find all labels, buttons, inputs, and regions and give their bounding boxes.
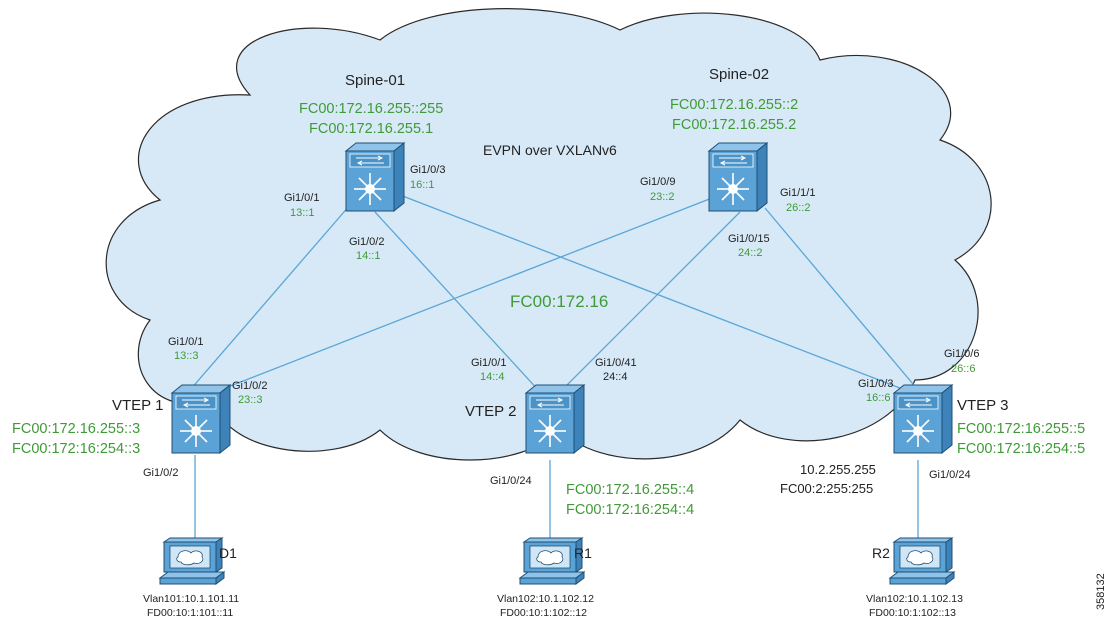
- vtep-2-switch: [525, 384, 585, 454]
- v1-gi102-ip: 23::3: [238, 394, 262, 406]
- v1-gi102-port: Gi1/0/2: [232, 380, 267, 392]
- s1-gi101-port: Gi1/0/1: [284, 192, 319, 204]
- s2-gi111-port: Gi1/1/1: [780, 187, 815, 199]
- v2-gi101-port: Gi1/0/1: [471, 357, 506, 369]
- link-spine01-vtep3: [399, 194, 906, 391]
- s1-gi103-port: Gi1/0/3: [410, 164, 445, 176]
- link-spine02-vtep3: [764, 207, 919, 391]
- s2-gi111-ip: 26::2: [786, 202, 810, 214]
- link-group: [189, 194, 919, 540]
- spine-01-name: Spine-01: [345, 72, 405, 89]
- link-spine01-vtep1: [189, 204, 351, 391]
- vtep-3-extra2: FC00:2:255:255: [780, 481, 873, 496]
- vtep-3-addr1: FC00:172:16:255::5: [957, 421, 1085, 437]
- host-r1-name: R1: [574, 545, 592, 561]
- host-r1-ipv6: FD00:10:1:102::12: [500, 607, 587, 619]
- spine-02-addr2: FC00:172.16.255.2: [672, 117, 796, 133]
- figure-id: 358132: [1095, 573, 1107, 610]
- host-r2-vlan: Vlan102:10.1.102.13: [866, 593, 963, 605]
- vtep-2-addr1: FC00:172.16.255::4: [566, 482, 694, 498]
- host-d1-vlan: Vlan101:10.1.101.11: [143, 593, 239, 605]
- host-r2-ipv6: FD00:10:1:102::13: [869, 607, 956, 619]
- spine-01-addr1: FC00:172.16.255::255: [299, 101, 443, 117]
- spine-02-name: Spine-02: [709, 66, 769, 83]
- diagram-title: EVPN over VXLANv6: [483, 142, 617, 158]
- host-r2-icon: [889, 537, 955, 585]
- s2-gi109-port: Gi1/0/9: [640, 176, 675, 188]
- s2-gi1015-port: Gi1/0/15: [728, 233, 770, 245]
- v3-gi103-port: Gi1/0/3: [858, 378, 893, 390]
- vtep-1-down-port: Gi1/0/2: [143, 467, 178, 479]
- s2-gi1015-ip: 24::2: [738, 247, 762, 259]
- spine-02-addr1: FC00:172.16.255::2: [670, 97, 798, 113]
- vtep-2-addr2: FC00:172:16:254::4: [566, 502, 694, 518]
- host-d1-icon: [159, 537, 225, 585]
- vtep-3-extra1: 10.2.255.255: [800, 462, 876, 477]
- vtep-2-name: VTEP 2: [465, 403, 516, 420]
- spine-02-switch: [708, 142, 768, 212]
- v3-gi103-ip: 16::6: [866, 392, 890, 404]
- v2-gi1041-ip: 24::4: [603, 371, 627, 383]
- s2-gi109-ip: 23::2: [650, 191, 674, 203]
- spine-01-addr2: FC00:172.16.255.1: [309, 121, 433, 137]
- s1-gi103-ip: 16::1: [410, 179, 434, 191]
- host-d1-name: D1: [219, 545, 237, 561]
- vtep-3-down-port: Gi1/0/24: [929, 469, 971, 481]
- v2-gi1041-port: Gi1/0/41: [595, 357, 637, 369]
- v1-gi101-port: Gi1/0/1: [168, 336, 203, 348]
- s1-gi101-ip: 13::1: [290, 207, 314, 219]
- overlay-label: FC00:172.16: [510, 292, 608, 311]
- vtep-3-addr2: FC00:172:16:254::5: [957, 441, 1085, 457]
- vtep-3-switch: [893, 384, 953, 454]
- vtep-3-name: VTEP 3: [957, 397, 1008, 414]
- host-d1-ipv6: FD00:10:1:101::11: [147, 607, 233, 619]
- link-spine02-vtep1: [214, 197, 713, 393]
- spine-01-switch: [345, 142, 405, 212]
- vtep-1-switch: [171, 384, 231, 454]
- link-spine01-vtep2: [374, 211, 541, 393]
- vtep-1-addr1: FC00:172.16.255::3: [12, 421, 140, 437]
- v3-gi106-ip: 26::6: [951, 363, 975, 375]
- s1-gi102-ip: 14::1: [356, 250, 380, 262]
- host-r2-name: R2: [872, 545, 890, 561]
- s1-gi102-port: Gi1/0/2: [349, 236, 384, 248]
- vtep-1-name: VTEP 1: [112, 397, 163, 414]
- v1-gi101-ip: 13::3: [174, 350, 198, 362]
- v2-gi101-ip: 14::4: [480, 371, 504, 383]
- v3-gi106-port: Gi1/0/6: [944, 348, 979, 360]
- fabric-cloud: [105, 8, 992, 461]
- vtep-1-addr2: FC00:172:16:254::3: [12, 441, 140, 457]
- link-spine02-vtep2: [559, 211, 741, 393]
- host-r1-vlan: Vlan102:10.1.102.12: [497, 593, 594, 605]
- vtep-2-down-port: Gi1/0/24: [490, 475, 532, 487]
